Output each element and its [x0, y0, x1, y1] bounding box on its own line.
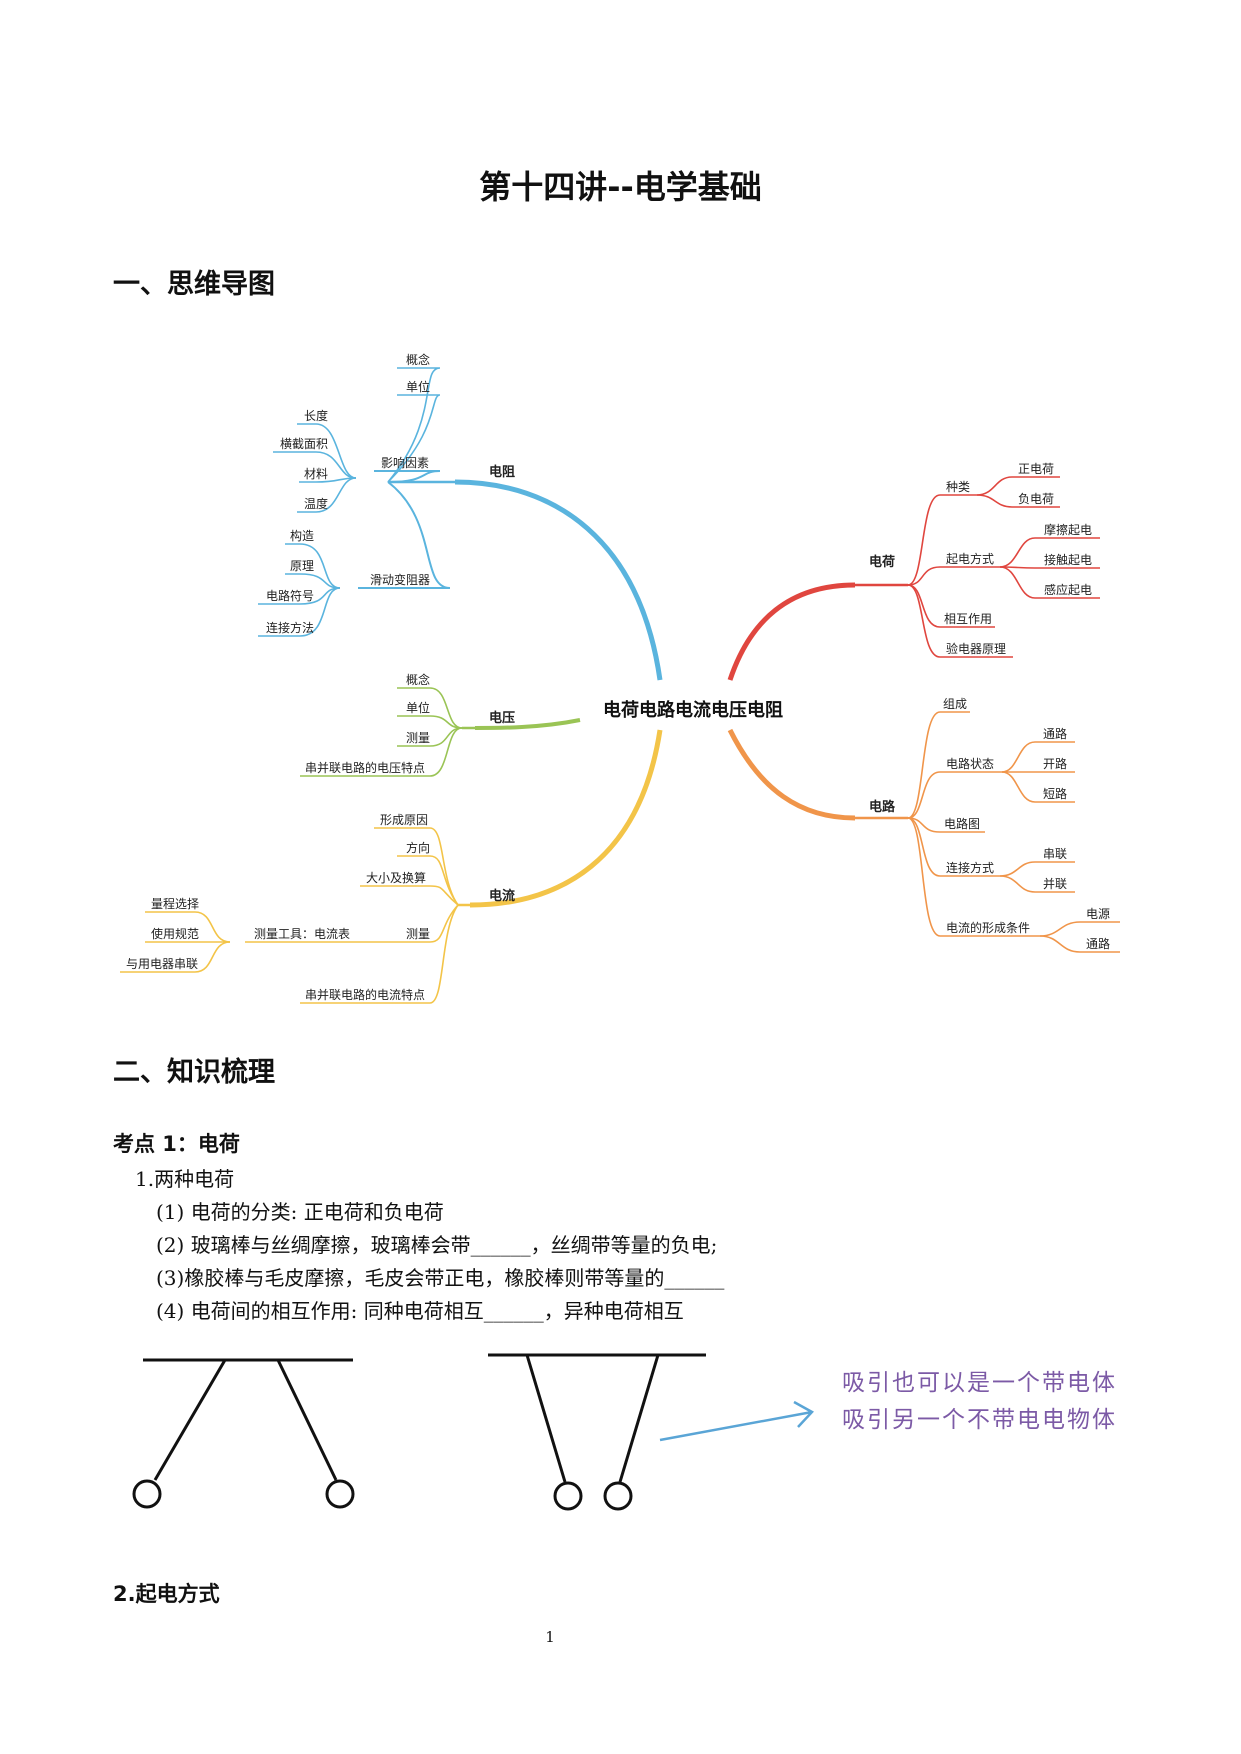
- mindmap-leaf: 短路: [1043, 786, 1067, 801]
- document-title: 第十四讲--电学基础: [479, 168, 762, 206]
- mindmap-leaf: 摩擦起电: [1044, 522, 1092, 537]
- mindmap-leaf: 原理: [290, 559, 314, 573]
- mindmap-leaf: 起电方式: [946, 551, 994, 566]
- mindmap-leaf: 形成原因: [380, 813, 428, 827]
- mindmap-leaf: 测量: [406, 731, 430, 745]
- mindmap-node-dianya: 电压: [489, 710, 515, 726]
- thread: [153, 1359, 227, 1481]
- mindmap-leaf: 长度: [304, 408, 328, 423]
- mindmap-leaf: 量程选择: [151, 896, 199, 911]
- mindmap-leaf: 并联: [1043, 877, 1067, 891]
- point-line: (4) 电荷间的相互作用: 同种电荷相互______，异种电荷相互: [156, 1299, 684, 1323]
- mindmap-leaf: 感应起电: [1044, 582, 1092, 597]
- mindmap-node-dianlu: 电路: [869, 799, 896, 815]
- mindmap-leaf: 串联: [1043, 847, 1067, 861]
- point-line: (2) 玻璃棒与丝绸摩擦，玻璃棒会带______，丝绸带等量的负电;: [156, 1233, 718, 1257]
- mindmap-leaf: 构造: [290, 528, 314, 543]
- mindmap-leaf: 连接方式: [946, 860, 994, 875]
- pith-ball: [603, 1481, 633, 1511]
- mindmap-leaf: 横截面积: [280, 437, 328, 451]
- mindmap-leaf: 电路符号: [266, 588, 314, 603]
- mindmap-leaf: 电源: [1086, 907, 1110, 921]
- mindmap-branch-dianhe: [727, 476, 1100, 681]
- item-heading: 1.两种电荷: [135, 1167, 235, 1191]
- mindmap-leaf: 通路: [1043, 726, 1067, 741]
- point-line: (1) 电荷的分类: 正电荷和负电荷: [156, 1200, 444, 1224]
- thread: [525, 1354, 567, 1483]
- mindmap-leaf: 概念: [406, 672, 430, 687]
- mindmap-leaf: 测量: [406, 927, 430, 941]
- thread: [276, 1359, 338, 1481]
- mindmap-leaf: 相互作用: [944, 612, 992, 626]
- mindmap-branch-dianya: [300, 687, 581, 777]
- mindmap-leaf: 滑动变阻器: [370, 572, 430, 587]
- mindmap-leaf: 电路状态: [946, 756, 994, 771]
- pith-ball: [325, 1479, 355, 1509]
- mindmap-leaf: 种类: [946, 480, 970, 494]
- mindmap-leaf: 使用规范: [151, 926, 199, 941]
- annotation-line: 吸引另一个不带电电物体: [842, 1407, 1117, 1433]
- mindmap-leaf: 单位: [406, 379, 430, 394]
- mindmap-leaf: 电路图: [944, 816, 980, 831]
- mindmap: 电荷电路电流电压电阻 电阻 概念 单位 影响因素 长度 横截面积 材料 温度 滑…: [120, 352, 1120, 1004]
- mindmap-leaf: 材料: [304, 467, 328, 481]
- mindmap-center: 电荷电路电流电压电阻: [603, 699, 783, 721]
- mindmap-leaf: 大小及换算: [366, 870, 426, 885]
- mindmap-leaf: 电流的形成条件: [946, 920, 1030, 935]
- mindmap-branch-dianlu: [727, 711, 1120, 953]
- mindmap-node-dianhe: 电荷: [869, 554, 895, 570]
- mindmap-leaf: 方向: [406, 840, 430, 855]
- mindmap-leaf: 组成: [943, 697, 967, 711]
- mindmap-leaf: 串并联电路的电压特点: [305, 760, 425, 775]
- mindmap-leaf: 通路: [1086, 936, 1110, 951]
- mindmap-branch-dianzu: [258, 367, 663, 681]
- item-heading: 2.起电方式: [113, 1582, 220, 1606]
- mindmap-leaf: 与用电器串联: [126, 957, 198, 971]
- mindmap-leaf: 温度: [304, 496, 328, 511]
- mindmap-branch-dianliu: [120, 729, 663, 1004]
- section-heading-knowledge: 二、知识梳理: [113, 1057, 275, 1088]
- mindmap-leaf: 影响因素: [381, 455, 429, 470]
- pith-ball: [132, 1479, 162, 1509]
- mindmap-leaf: 串并联电路的电流特点: [305, 987, 425, 1002]
- mindmap-leaf: 单位: [406, 700, 430, 715]
- thread: [618, 1354, 660, 1483]
- mindmap-leaf: 正电荷: [1018, 462, 1054, 476]
- mindmap-leaf: 测量工具：电流表: [254, 927, 350, 941]
- annotation-line: 吸引也可以是一个带电体: [842, 1370, 1117, 1396]
- mindmap-leaf: 接触起电: [1044, 552, 1092, 567]
- arrow-icon: [659, 1400, 815, 1442]
- mindmap-leaf: 负电荷: [1018, 492, 1054, 506]
- mindmap-node-dianzu: 电阻: [489, 464, 515, 480]
- topic-heading: 考点 1：电荷: [113, 1132, 240, 1156]
- point-line: (3)橡胶棒与毛皮摩擦，毛皮会带正电，橡胶棒则带等量的______: [156, 1266, 725, 1290]
- mindmap-leaf: 开路: [1043, 756, 1067, 771]
- section-heading-mindmap: 一、思维导图: [113, 269, 275, 300]
- mindmap-leaf: 验电器原理: [946, 641, 1006, 656]
- mindmap-leaf: 概念: [406, 352, 430, 367]
- pith-ball-illustration: 吸引也可以是一个带电体 吸引另一个不带电电物体: [132, 1353, 1117, 1511]
- pith-ball: [553, 1481, 583, 1511]
- mindmap-leaf: 连接方法: [266, 620, 314, 635]
- mindmap-node-dianliu: 电流: [489, 888, 515, 904]
- page-number: 1: [545, 1628, 555, 1646]
